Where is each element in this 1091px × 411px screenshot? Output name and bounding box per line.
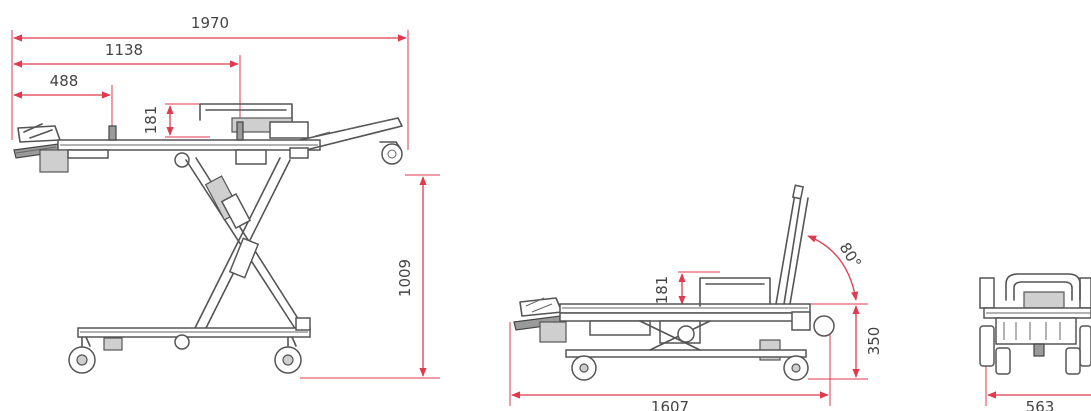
base-wheels	[68, 334, 302, 374]
dim-overall-length: 1970	[11, 14, 409, 150]
lowered-wheels	[571, 355, 809, 381]
dim-label-80-deg: 80°	[836, 239, 865, 271]
stretcher-top-frame	[13, 103, 403, 173]
dim-lowered-height: 350	[808, 303, 883, 380]
dim-lowered-length: 1607	[509, 322, 831, 411]
dim-label-563: 563	[1026, 398, 1055, 411]
dim-label-1009: 1009	[396, 259, 414, 297]
dim-label-1607: 1607	[651, 398, 689, 411]
dim-backrest-angle: 80°	[806, 235, 865, 305]
dim-width: 563	[985, 365, 1091, 411]
dim-label-181-a: 181	[142, 106, 160, 135]
dim-length-488: 488	[13, 72, 113, 128]
lowered-stretcher-body	[513, 184, 835, 361]
view-lowered-side: 181 80° 350 1607	[509, 184, 883, 411]
dim-armrest-height-2: 181	[653, 271, 720, 307]
dim-label-181-b: 181	[653, 276, 671, 305]
dim-total-height: 1009	[300, 174, 440, 379]
dim-label-488: 488	[50, 72, 79, 90]
dim-label-1138: 1138	[105, 41, 143, 59]
base-frame	[77, 317, 311, 351]
view-end: 563	[979, 273, 1091, 411]
end-structure	[979, 273, 1091, 375]
scissor-legs	[185, 157, 305, 333]
dim-label-1970: 1970	[191, 14, 229, 32]
dim-label-350: 350	[865, 327, 883, 356]
view-raised-side: 1970 1138 488 181 1009	[11, 14, 440, 379]
